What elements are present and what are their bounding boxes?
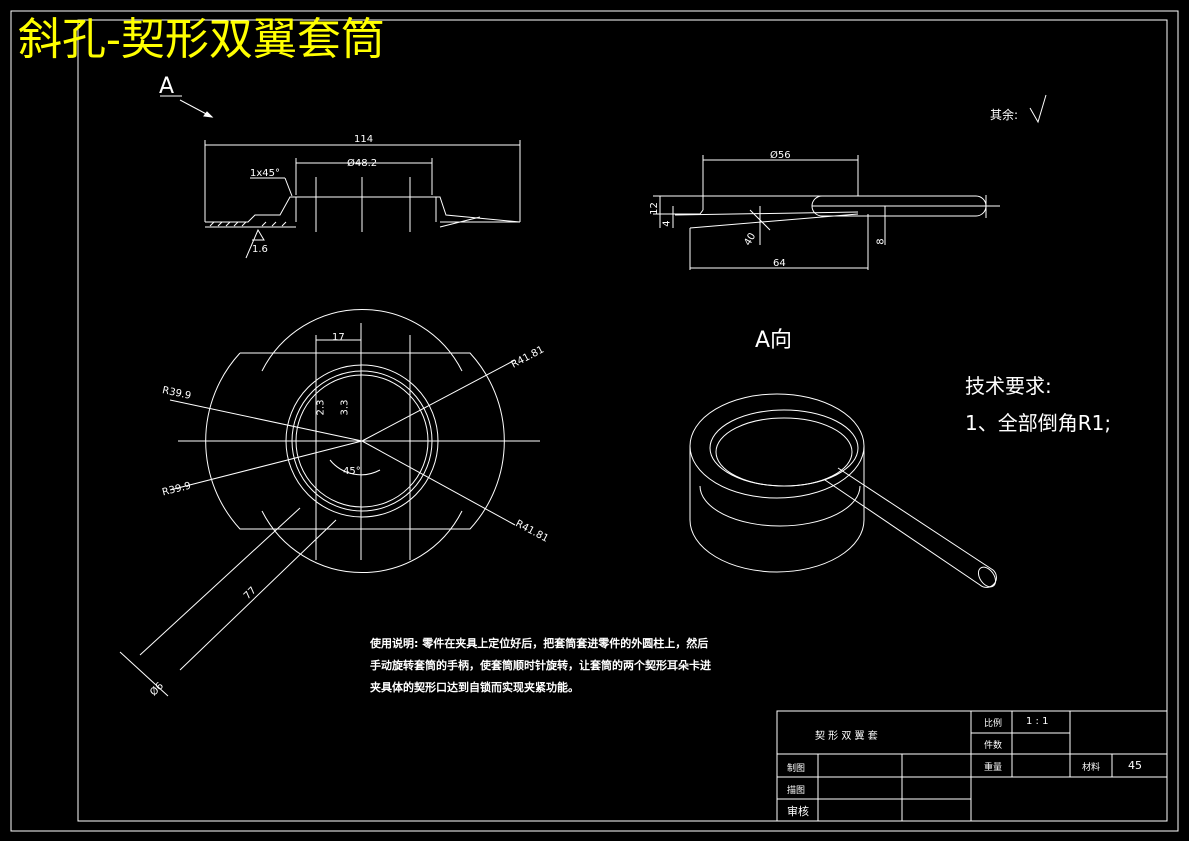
tb-drawn-label: 制图 (787, 764, 806, 774)
dim-114: 114 (354, 134, 374, 145)
tb-scale-value: 1 : 1 (1026, 716, 1049, 727)
section-view (160, 95, 521, 259)
view-arrow-label: A (159, 74, 175, 99)
tb-material-label: 材料 (1082, 763, 1101, 773)
dim-3-3: 3.3 (339, 399, 351, 416)
side-view (653, 155, 1000, 270)
tb-count-label: 件数 (984, 741, 1003, 751)
isometric-view (689, 393, 997, 588)
usage-note-line: 使用说明: 零件在夹具上定位好后，把套筒套进零件的外圆柱上，然后 (370, 637, 709, 650)
tb-part-name: 契 形 双 翼 套 (815, 731, 878, 742)
dim-2-3: 2.3 (315, 399, 327, 416)
usage-note: 使用说明: 零件在夹具上定位好后，把套筒套进零件的外圆柱上，然后 手动旋转套筒的… (370, 633, 711, 699)
inner-border (77, 19, 1168, 822)
dim-64: 64 (773, 258, 786, 269)
view-a-label: A向 (755, 328, 793, 353)
tb-weight-label: 重量 (984, 763, 1003, 773)
dim-d56: Ø56 (770, 150, 791, 161)
dim-45-deg: 45° (343, 466, 361, 477)
dim-12: 12 (648, 202, 660, 215)
tech-requirements-title: 技术要求: (965, 374, 1052, 398)
tb-checked-label: 审核 (787, 805, 809, 818)
roughness-value: 1.6 (252, 244, 268, 255)
dim-d48-2: Ø48.2 (347, 158, 378, 169)
dim-8: 8 (875, 238, 887, 245)
dim-17: 17 (332, 332, 345, 343)
plan-view (119, 309, 540, 697)
dim-chamfer: 1x45° (250, 168, 281, 179)
usage-note-line: 手动旋转套筒的手柄，使套筒顺时针旋转，让套筒的两个契形耳朵卡进 (370, 659, 711, 672)
rough-other-label: 其余: (990, 108, 1019, 122)
tb-designed-label: 描图 (787, 786, 806, 796)
tb-scale-label: 比例 (984, 719, 1003, 729)
title-block (776, 710, 1168, 822)
usage-note-line: 夹具体的契形口达到自锁而实现夹紧功能。 (370, 681, 579, 694)
tb-material-value: 45 (1128, 759, 1142, 772)
dim-4: 4 (661, 220, 673, 227)
drawing-title: 斜孔-契形双翼套筒 (18, 14, 385, 65)
outer-border (10, 10, 1179, 832)
tech-requirements-item: 1、全部倒角R1; (965, 411, 1112, 435)
